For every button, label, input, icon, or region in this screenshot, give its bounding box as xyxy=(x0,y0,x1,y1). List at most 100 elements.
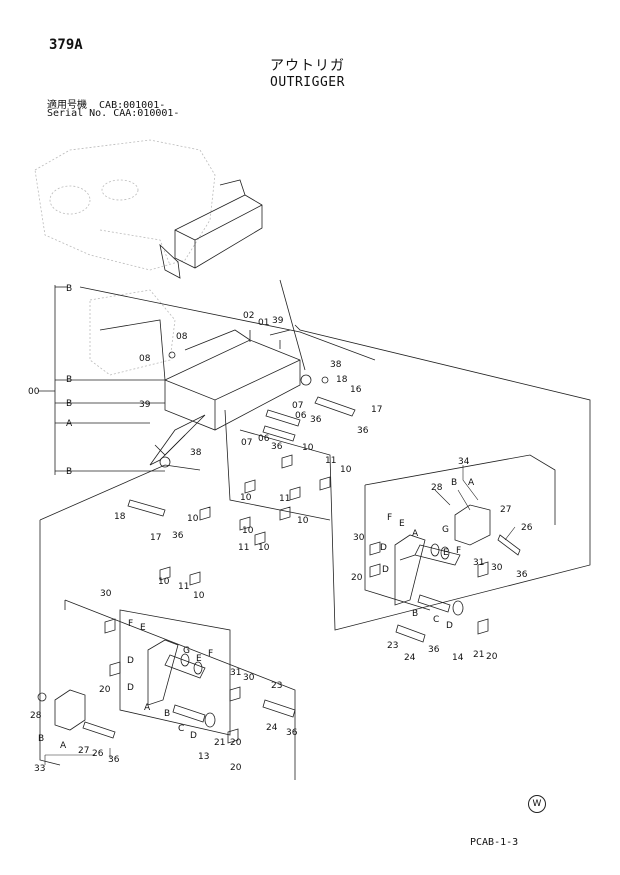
callout-e: E xyxy=(140,623,146,633)
callout-02: 02 xyxy=(243,311,254,321)
callout-38: 38 xyxy=(190,448,202,458)
callout-c: C xyxy=(178,724,184,734)
page-title: OUTRIGGER xyxy=(270,75,345,90)
callout-b: B xyxy=(412,609,418,619)
callout-11: 11 xyxy=(238,543,249,553)
callout-33: 33 xyxy=(34,764,45,774)
callout-23: 23 xyxy=(387,641,398,651)
callout-10: 10 xyxy=(340,465,352,475)
callout-b: B xyxy=(451,478,457,488)
callout-10: 10 xyxy=(187,514,199,524)
leader-lines xyxy=(44,465,516,765)
callout-36: 36 xyxy=(271,442,283,452)
callout-20: 20 xyxy=(230,738,242,748)
callout-36: 36 xyxy=(310,415,322,425)
callout-26: 26 xyxy=(92,749,104,759)
callout-36: 36 xyxy=(286,728,298,738)
callout-10: 10 xyxy=(297,516,309,526)
callout-21: 21 xyxy=(214,738,225,748)
assembly-frame-lines xyxy=(38,279,591,780)
callout-30: 30 xyxy=(353,533,365,543)
callout-b: B xyxy=(66,399,72,409)
callout-31: 31 xyxy=(473,558,484,568)
callout-36: 36 xyxy=(516,570,528,580)
callout-36: 36 xyxy=(172,531,184,541)
callout-10: 10 xyxy=(258,543,270,553)
callout-a: A xyxy=(468,478,475,488)
callout-f: F xyxy=(456,546,461,556)
callout-30: 30 xyxy=(491,563,503,573)
callout-d: D xyxy=(127,683,134,693)
callout-24: 24 xyxy=(266,723,278,733)
callout-c: C xyxy=(433,615,439,625)
callout-26: 26 xyxy=(521,523,533,533)
callout-01: 01 xyxy=(258,318,269,328)
callout-24: 24 xyxy=(404,653,416,663)
callout-10: 10 xyxy=(158,577,170,587)
callout-g: G xyxy=(183,646,190,656)
callout-d: D xyxy=(190,731,197,741)
callout-b: B xyxy=(164,709,170,719)
callout-10: 10 xyxy=(242,526,254,536)
callout-11: 11 xyxy=(178,582,189,592)
callout-18: 18 xyxy=(336,375,348,385)
watermark-symbol: W xyxy=(528,795,546,813)
callout-d: D xyxy=(446,621,453,631)
callout-a: A xyxy=(66,419,73,429)
callout-27: 27 xyxy=(500,505,511,515)
page-title-japanese: アウトリガ xyxy=(270,58,345,74)
callout-b: B xyxy=(66,375,72,385)
callout-31: 31 xyxy=(230,668,241,678)
callout-e: E xyxy=(443,548,449,558)
callout-07: 07 xyxy=(292,401,303,411)
callout-06: 06 xyxy=(295,411,307,421)
callout-23: 23 xyxy=(271,681,282,691)
callout-20: 20 xyxy=(486,652,498,662)
callout-labels: B B B A B 00 02 01 39 08 08 39 38 18 16 … xyxy=(28,284,533,774)
callout-28: 28 xyxy=(431,483,443,493)
callout-00: 00 xyxy=(28,387,40,397)
callout-e: E xyxy=(399,519,405,529)
spacer-plates xyxy=(159,454,331,586)
callout-10: 10 xyxy=(240,493,252,503)
callout-30: 30 xyxy=(100,589,112,599)
callout-11: 11 xyxy=(325,456,336,466)
callout-b: B xyxy=(66,284,72,294)
callout-30: 30 xyxy=(243,673,255,683)
callout-a: A xyxy=(412,529,419,539)
callout-28: 28 xyxy=(30,711,42,721)
callout-d: D xyxy=(382,565,389,575)
callout-b: B xyxy=(38,734,44,744)
callout-39: 39 xyxy=(272,316,284,326)
callout-38: 38 xyxy=(330,360,342,370)
callout-11: 11 xyxy=(279,494,290,504)
callout-08: 08 xyxy=(176,332,188,342)
outrigger-beam xyxy=(99,319,312,468)
callout-06: 06 xyxy=(258,434,270,444)
callout-39: 39 xyxy=(139,400,151,410)
callout-36: 36 xyxy=(108,755,120,765)
callout-f: F xyxy=(387,513,392,523)
callout-d: D xyxy=(127,656,134,666)
cylinder-assembly-left xyxy=(37,618,296,744)
callout-18: 18 xyxy=(114,512,126,522)
callout-13: 13 xyxy=(198,752,209,762)
callout-17: 17 xyxy=(150,533,161,543)
cylinder-assembly-right xyxy=(369,504,521,643)
callout-a: A xyxy=(144,703,151,713)
callout-f: F xyxy=(128,619,133,629)
callout-14: 14 xyxy=(452,653,464,663)
callout-f: F xyxy=(208,649,213,659)
callout-20: 20 xyxy=(230,763,242,773)
callout-27: 27 xyxy=(78,746,89,756)
callout-34: 34 xyxy=(458,457,470,467)
callout-07: 07 xyxy=(241,438,252,448)
machine-outline-sketch xyxy=(34,139,216,376)
callout-36: 36 xyxy=(428,645,440,655)
callout-20: 20 xyxy=(99,685,111,695)
callout-e: E xyxy=(196,654,202,664)
outrigger-frame-overview xyxy=(159,179,263,279)
callout-36: 36 xyxy=(357,426,369,436)
serial-applicability-en: Serial No. CAA:010001- xyxy=(47,108,180,119)
